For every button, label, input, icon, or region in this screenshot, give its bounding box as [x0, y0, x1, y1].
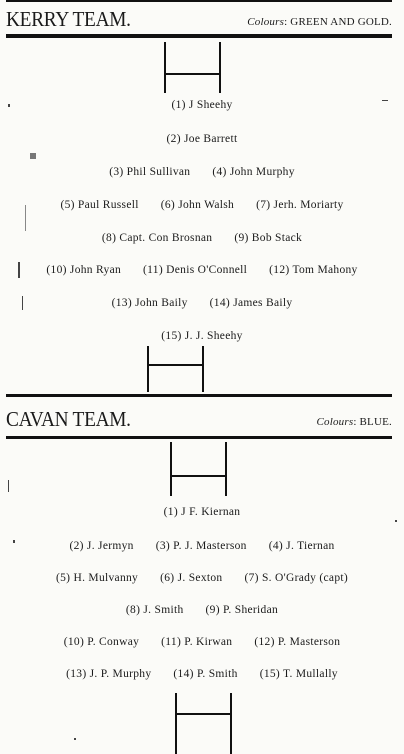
cavan-line-3: (5) H. Mulvanny (6) J. Sexton (7) S. O'Gra…: [0, 572, 404, 584]
kerry-line-8: (15) J. J. Sheehy: [0, 330, 404, 342]
print-speck: [22, 296, 23, 310]
cavan-player: (6) J. Sexton: [160, 572, 223, 584]
top-rule: [6, 0, 392, 2]
kerry-header: KERRY TEAM. Colours: GREEN AND GOLD.: [6, 2, 392, 32]
cavan-player: (9) P. Sheridan: [205, 604, 279, 616]
kerry-colours-label: Colours: [247, 16, 285, 28]
kerry-line-1: (1) J Sheehy: [0, 99, 404, 111]
cavan-line-1: (1) J F. Kiernan: [0, 506, 404, 518]
cavan-line-6: (13) J. P. Murphy (14) P. Smith (15) T. Mu…: [0, 668, 404, 680]
kerry-player: (3) Phil Sullivan: [109, 166, 191, 178]
print-speck: [30, 153, 36, 159]
cavan-player: (4) J. Tiernan: [268, 540, 335, 552]
kerry-line-5: (8) Capt. Con Brosnan (9) Bob Stack: [0, 232, 404, 244]
kerry-team-title: KERRY TEAM.: [6, 7, 131, 31]
kerry-player: (15) J. J. Sheehy: [161, 330, 243, 342]
print-speck: [18, 262, 20, 278]
kerry-player: (4) John Murphy: [212, 166, 295, 178]
cavan-line-2: (2) J. Jermyn (3) P. J. Masterson (4) J. T…: [0, 540, 404, 552]
kerry-player: (12) Tom Mahony: [269, 264, 358, 276]
cavan-player: (11) P. Kirwan: [161, 636, 233, 648]
print-speck: [382, 100, 388, 101]
cavan-player: (5) H. Mulvanny: [55, 572, 139, 584]
kerry-line-2: (2) Joe Barrett: [0, 133, 404, 145]
cavan-player: (13) J. P. Murphy: [66, 668, 152, 680]
cavan-team-title: CAVAN TEAM.: [6, 407, 131, 431]
kerry-colours: Colours: GREEN AND GOLD.: [247, 16, 392, 28]
kerry-player: (5) Paul Russell: [60, 199, 139, 211]
cavan-colours-label: Colours: [316, 416, 354, 428]
kerry-player: (14) James Baily: [209, 297, 293, 309]
cavan-player: (2) J. Jermyn: [69, 540, 134, 552]
kerry-player: (2) Joe Barrett: [166, 133, 238, 145]
cavan-colours: Colours: BLUE.: [316, 416, 392, 428]
print-speck: [74, 738, 76, 740]
cavan-top-rule: [6, 394, 392, 397]
kerry-player: (1) J Sheehy: [171, 99, 233, 111]
kerry-colours-value: : GREEN AND GOLD.: [284, 16, 392, 28]
kerry-line-4: (5) Paul Russell (6) John Walsh (7) Jerh. …: [0, 199, 404, 211]
cavan-player: (1) J F. Kiernan: [163, 506, 241, 518]
kerry-goal-posts-top: [164, 42, 221, 93]
print-speck: [8, 480, 9, 492]
print-speck: [13, 540, 15, 543]
cavan-player: (3) P. J. Masterson: [155, 540, 247, 552]
cavan-player: (14) P. Smith: [173, 668, 238, 680]
cavan-player: (12) P. Masterson: [254, 636, 341, 648]
print-speck: [395, 520, 397, 522]
cavan-goal-posts-bottom: [175, 693, 232, 754]
cavan-player: (8) J. Smith: [125, 604, 184, 616]
kerry-header-rule: [6, 34, 392, 38]
kerry-player: (11) Denis O'Connell: [143, 264, 248, 276]
cavan-line-5: (10) P. Conway (11) P. Kirwan (12) P. Mast…: [0, 636, 404, 648]
kerry-player: (8) Capt. Con Brosnan: [101, 232, 213, 244]
cavan-player: (10) P. Conway: [63, 636, 140, 648]
kerry-goal-posts-bottom: [147, 346, 204, 392]
kerry-player: (7) Jerh. Moriarty: [256, 199, 344, 211]
cavan-player: (15) T. Mullally: [259, 668, 338, 680]
cavan-header-rule: [6, 436, 392, 439]
kerry-player: (13) John Baily: [111, 297, 188, 309]
kerry-player: (6) John Walsh: [160, 199, 235, 211]
kerry-line-6: (10) John Ryan (11) Denis O'Connell (12) T…: [0, 264, 404, 276]
print-speck: [8, 104, 10, 107]
kerry-line-3: (3) Phil Sullivan (4) John Murphy: [0, 166, 404, 178]
print-speck: [25, 205, 26, 231]
kerry-player: (10) John Ryan: [46, 264, 122, 276]
cavan-colours-value: : BLUE.: [353, 416, 392, 428]
cavan-player: (7) S. O'Grady (capt): [244, 572, 349, 584]
kerry-player: (9) Bob Stack: [234, 232, 303, 244]
cavan-goal-posts-top: [170, 442, 227, 496]
kerry-line-7: (13) John Baily (14) James Baily: [0, 297, 404, 309]
cavan-header: CAVAN TEAM. Colours: BLUE.: [6, 398, 392, 432]
cavan-line-4: (8) J. Smith (9) P. Sheridan: [0, 604, 404, 616]
